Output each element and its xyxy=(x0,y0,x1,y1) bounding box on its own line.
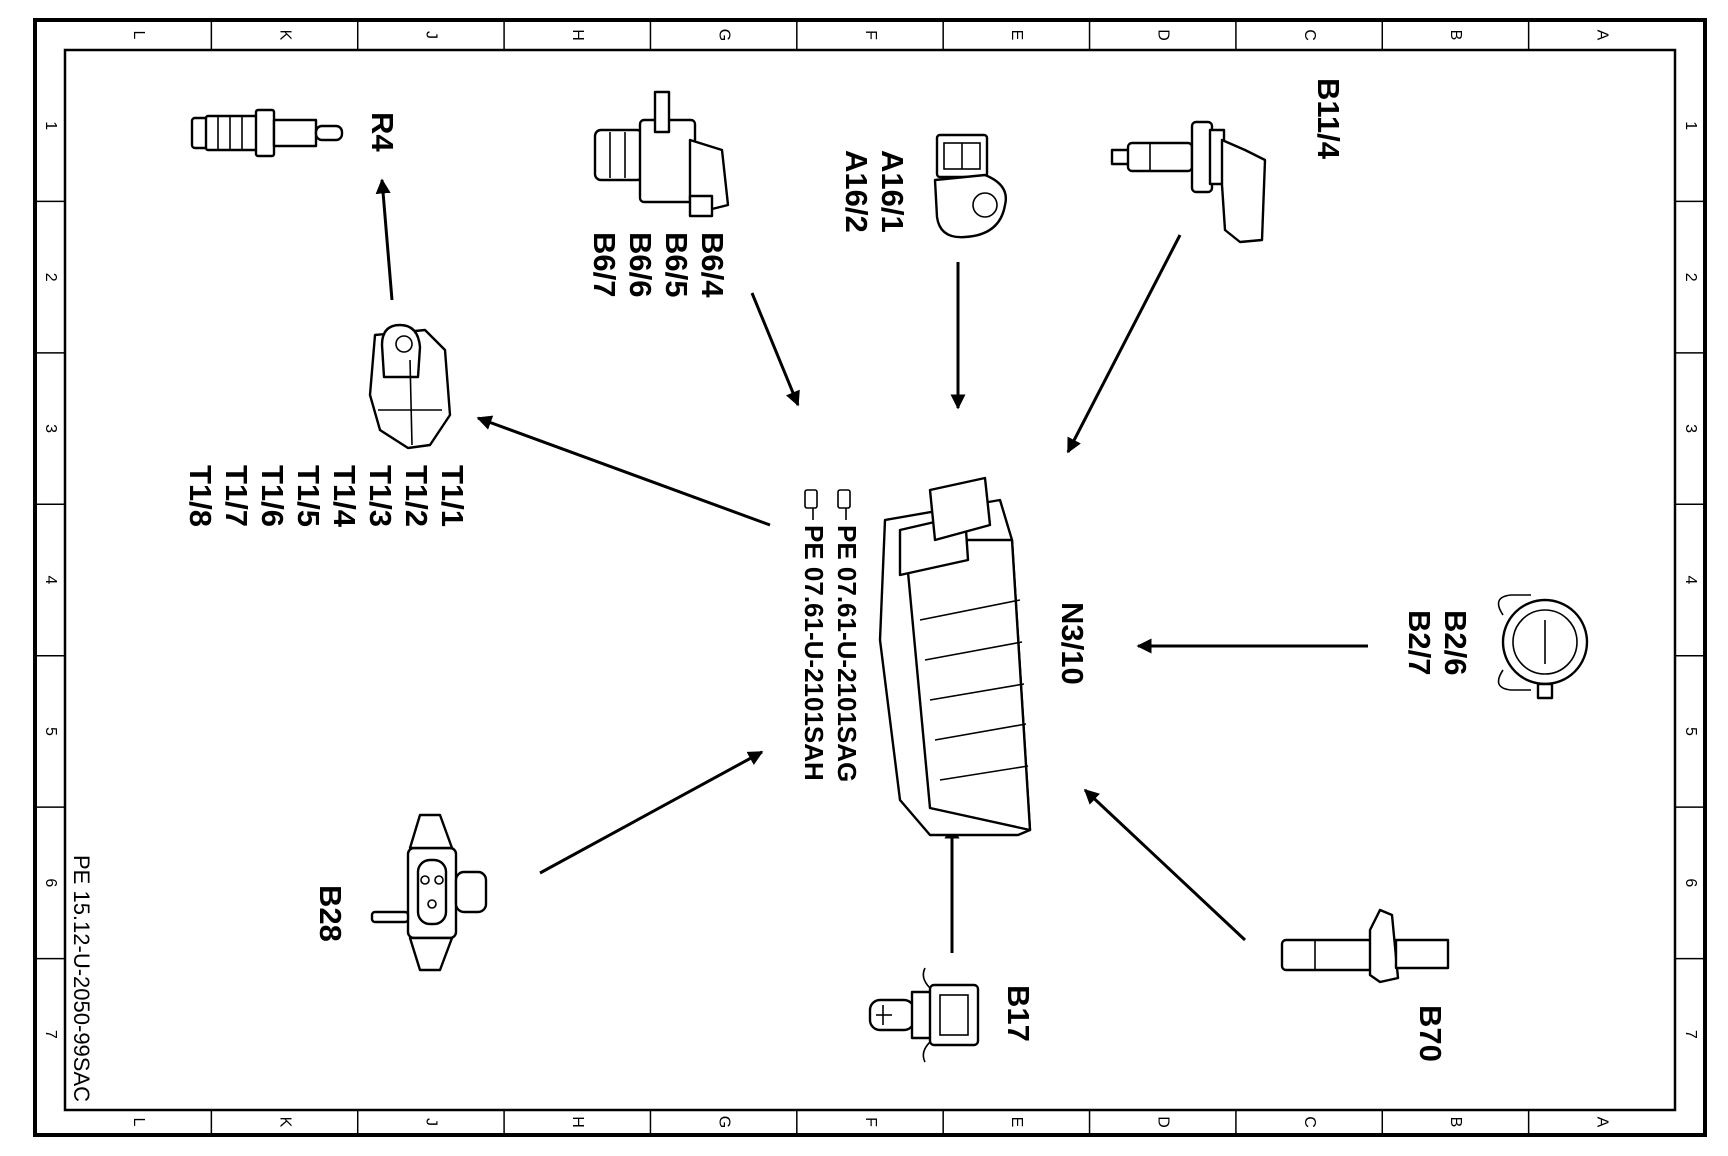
grid-column-d: D xyxy=(1154,29,1171,41)
reference-hand-icon-1 xyxy=(837,489,851,520)
grid-row-5: 5 xyxy=(42,727,59,736)
grid-column-b: B xyxy=(1447,30,1464,41)
svg-text:T1/5: T1/5 xyxy=(291,465,326,527)
grid-column-b: B xyxy=(1447,1117,1464,1128)
svg-text:N3/10: N3/10 xyxy=(1055,602,1090,685)
grid-column-j: J xyxy=(423,31,440,39)
pressure-sensor-icon xyxy=(370,813,488,972)
svg-text:T1/3: T1/3 xyxy=(363,465,398,527)
arrow-from-b6 xyxy=(750,292,800,407)
svg-text:B6/4: B6/4 xyxy=(695,232,730,298)
grid-column-k: K xyxy=(276,1117,293,1128)
grid-column-g: G xyxy=(715,1116,732,1128)
arrow-from-b11 xyxy=(1066,234,1182,454)
svg-text:B70: B70 xyxy=(1413,1005,1448,1062)
knock-sensor-icon xyxy=(933,133,1007,239)
grid-column-h: H xyxy=(569,1116,586,1128)
grid-column-h: H xyxy=(569,29,586,41)
svg-text:B6/7: B6/7 xyxy=(587,232,622,297)
drawing-code-label: PE 15.12-U-2050-99SAC xyxy=(69,855,94,1102)
grid-column-f: F xyxy=(862,1117,879,1127)
grid-column-c: C xyxy=(1301,29,1318,41)
svg-text:T1/4: T1/4 xyxy=(327,465,362,528)
svg-text:B6/5: B6/5 xyxy=(659,232,694,297)
reference-sah: PE 07.61-U-2101SAH xyxy=(799,525,829,781)
grid-row-2: 2 xyxy=(1682,273,1699,282)
grid-row-4: 4 xyxy=(1682,576,1699,585)
grid-column-d: D xyxy=(1154,1116,1171,1128)
label-b11: B11/4 xyxy=(1311,78,1346,160)
spark-plug-icon xyxy=(190,108,344,158)
grid-row-1: 1 xyxy=(1682,121,1699,130)
svg-text:T1/6: T1/6 xyxy=(255,465,290,527)
labels-b6: B6/4 B6/5 B6/6 B6/7 xyxy=(587,232,730,298)
labels-a16: A16/1 A16/2 xyxy=(839,150,910,233)
arrow-from-b70 xyxy=(1083,788,1247,942)
svg-text:B2/6: B2/6 xyxy=(1438,610,1473,675)
control-unit-references: PE 07.61-U-2101SAG PE 07.61-U-2101SAH xyxy=(799,489,862,782)
svg-text:B2/7: B2/7 xyxy=(1402,610,1437,675)
connection-arrows xyxy=(375,178,1368,953)
svg-text:B6/6: B6/6 xyxy=(623,232,658,297)
label-b28: B28 xyxy=(313,885,348,942)
control-unit-icon xyxy=(878,476,1032,837)
intake-air-temperature-sensor-icon xyxy=(868,967,980,1063)
drawing-code-text: PE 15.12-U-2050-99SAC xyxy=(69,855,94,1102)
svg-text:T1/2: T1/2 xyxy=(399,465,434,527)
label-r4: R4 xyxy=(365,112,400,152)
grid-row-7: 7 xyxy=(1682,1030,1699,1039)
grid-row-markers: 1 1 2 2 3 3 4 4 5 5 6 6 7 7 xyxy=(35,121,1705,1039)
grid-row-5: 5 xyxy=(1682,727,1699,736)
grid-column-j: J xyxy=(423,1118,440,1126)
grid-column-k: K xyxy=(276,30,293,41)
svg-text:A16/1: A16/1 xyxy=(875,150,910,233)
grid-row-3: 3 xyxy=(1682,424,1699,433)
grid-row-7: 7 xyxy=(42,1030,59,1039)
svg-text:B17: B17 xyxy=(1001,985,1036,1042)
grid-row-4: 4 xyxy=(42,576,59,585)
grid-column-l: L xyxy=(130,31,147,40)
svg-text:B28: B28 xyxy=(313,885,348,942)
grid-row-6: 6 xyxy=(1682,878,1699,887)
label-n3-10: N3/10 xyxy=(1055,602,1090,685)
grid-row-3: 3 xyxy=(42,424,59,433)
svg-text:B11/4: B11/4 xyxy=(1311,78,1346,160)
label-b70: B70 xyxy=(1413,1005,1448,1062)
grid-row-1: 1 xyxy=(42,121,59,130)
svg-text:T1/1: T1/1 xyxy=(435,465,470,527)
grid-column-a: A xyxy=(1594,1117,1611,1128)
ignition-coil-icon xyxy=(368,323,452,450)
arrow-to-r4 xyxy=(375,178,394,301)
reference-hand-icon-2 xyxy=(804,489,818,520)
reference-sag: PE 07.61-U-2101SAG xyxy=(832,525,862,782)
arrow-to-t1 xyxy=(476,415,771,527)
svg-text:T1/7: T1/7 xyxy=(219,465,254,527)
svg-text:A16/2: A16/2 xyxy=(839,150,874,233)
grid-column-l: L xyxy=(130,1118,147,1127)
grid-row-2: 2 xyxy=(42,273,59,282)
grid-column-c: C xyxy=(1301,1116,1318,1128)
drawing-frame xyxy=(33,18,1707,1137)
grid-column-f: F xyxy=(862,30,879,40)
svg-text:T1/8: T1/8 xyxy=(183,465,218,527)
grid-row-6: 6 xyxy=(42,878,59,887)
coolant-temperature-sensor-icon xyxy=(1110,120,1267,244)
label-b17: B17 xyxy=(1001,985,1036,1042)
crankshaft-sensor-icon xyxy=(1280,908,1450,984)
svg-text:R4: R4 xyxy=(365,112,400,152)
labels-t1: T1/1 T1/2 T1/3 T1/4 T1/5 T1/6 T1/7 T1/8 xyxy=(183,465,470,528)
grid-column-g: G xyxy=(715,29,732,41)
grid-column-e: E xyxy=(1008,30,1025,41)
grid-column-markers: L L K K J J H H G G F F E E D D C C B B A A xyxy=(130,20,1611,1135)
camshaft-sensor-icon xyxy=(593,90,730,218)
labels-b2: B2/6 B2/7 xyxy=(1402,610,1473,675)
grid-column-a: A xyxy=(1594,30,1611,41)
air-mass-sensor-icon xyxy=(1497,594,1589,700)
grid-column-e: E xyxy=(1008,1117,1025,1128)
arrow-from-b28 xyxy=(539,750,764,875)
